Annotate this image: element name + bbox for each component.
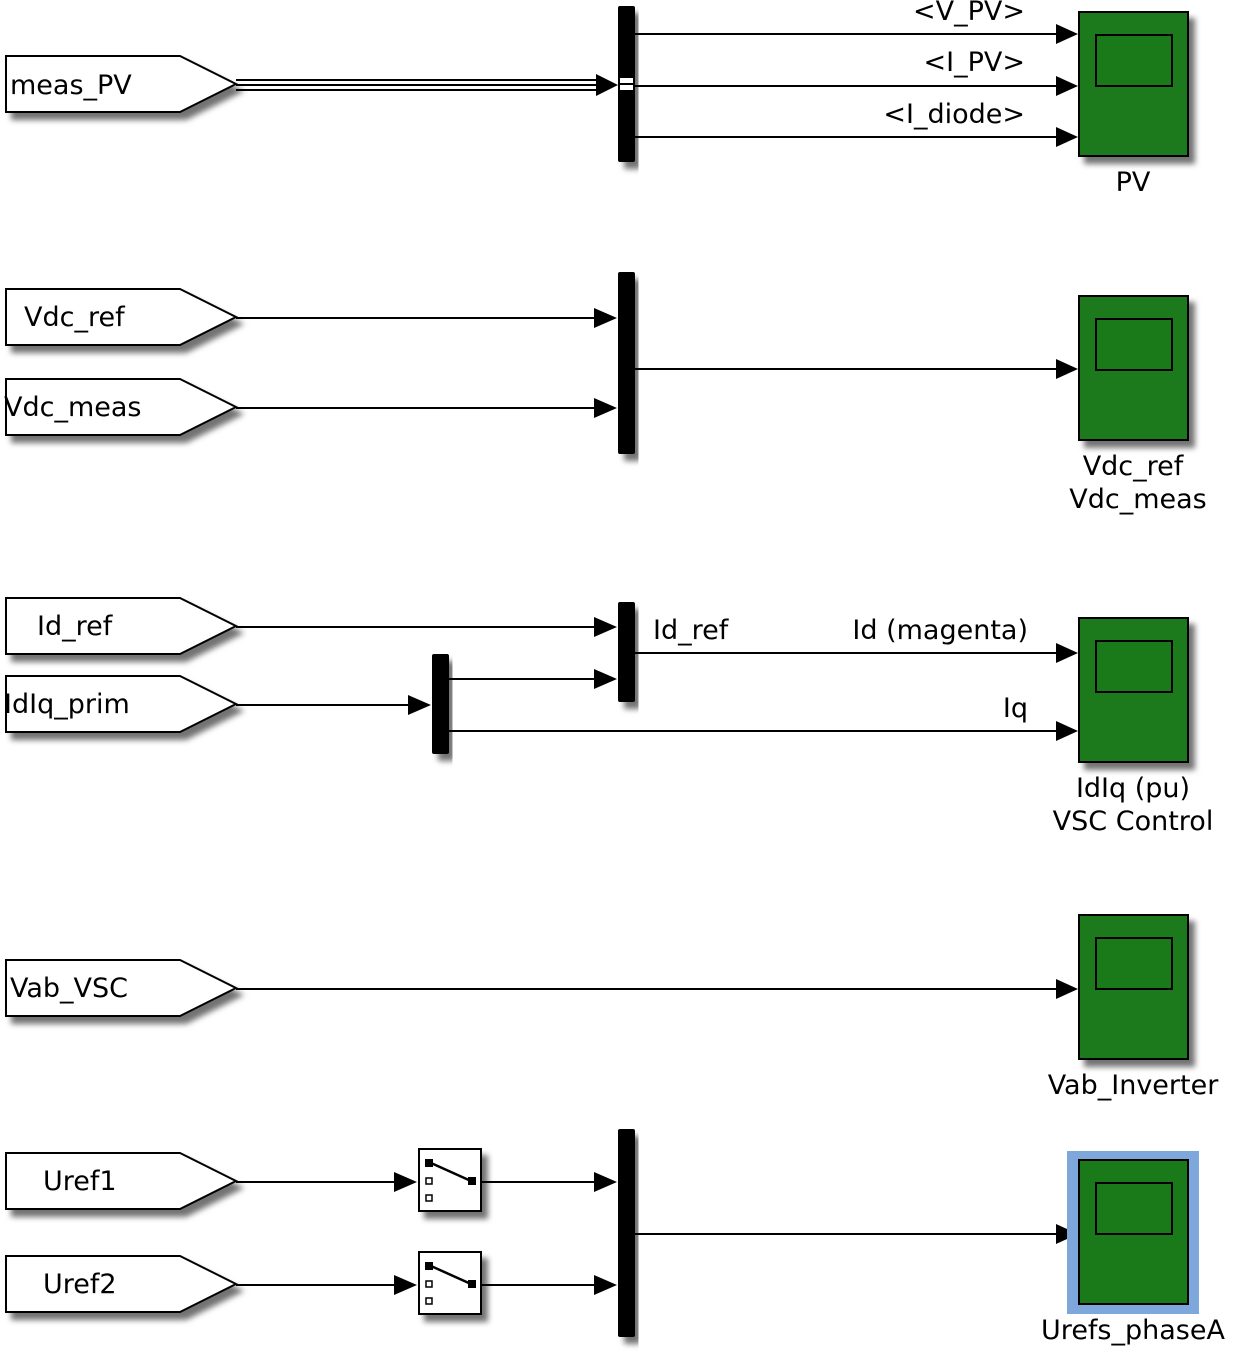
signal-line-v-pv[interactable]	[635, 24, 1078, 44]
signal-line-i-pv[interactable]	[635, 76, 1078, 96]
signal-line-vab[interactable]	[236, 979, 1078, 999]
goto-meas-pv[interactable]: meas_PV	[5, 55, 239, 113]
goto-idiq-prim[interactable]: IdIq_prim	[4, 675, 239, 733]
signal-label-id-ref: Id_ref	[653, 615, 730, 646]
signal-line-id-scope[interactable]	[635, 643, 1078, 663]
scope-label-vab: Vab_Inverter	[1048, 1070, 1220, 1101]
signal-label-id-magenta: Id (magenta)	[852, 615, 1028, 646]
bus-line-meas-pv[interactable]	[236, 74, 618, 96]
goto-uref1[interactable]: Uref1	[5, 1152, 239, 1210]
scope-vab[interactable]	[1078, 914, 1189, 1060]
scope-label-idiq-2: VSC Control	[1053, 806, 1214, 837]
scope-label-vdc-1: Vdc_ref	[1083, 451, 1185, 482]
goto-label-meas-pv: meas_PV	[10, 70, 132, 101]
signal-line-id-to-mux[interactable]	[449, 669, 617, 689]
goto-label-vdc-ref: Vdc_ref	[24, 302, 126, 333]
signal-line-switch2-out[interactable]	[481, 1275, 617, 1295]
signal-label-i-pv: <I_PV>	[924, 47, 1025, 78]
goto-label-vdc-meas: Vdc_meas	[4, 392, 141, 423]
scope-pv[interactable]	[1078, 11, 1189, 157]
mux-uref[interactable]	[618, 1129, 635, 1337]
manual-switch-1[interactable]	[418, 1148, 482, 1212]
signal-line-id-ref-in[interactable]	[236, 617, 617, 637]
signal-line-iq-scope[interactable]	[449, 721, 1078, 741]
signal-label-v-pv: <V_PV>	[913, 0, 1025, 27]
signal-line-vdc-meas[interactable]	[236, 398, 617, 418]
goto-vdc-meas[interactable]: Vdc_meas	[4, 378, 239, 436]
signal-label-i-diode: <I_diode>	[883, 99, 1025, 130]
signal-line-vdc-ref[interactable]	[236, 308, 617, 328]
bus-selector-pv[interactable]	[618, 6, 635, 162]
goto-label-id-ref: Id_ref	[37, 611, 114, 642]
signal-line-idiq-prim[interactable]	[236, 695, 431, 715]
demux-idiq[interactable]	[432, 654, 449, 754]
signal-label-iq: Iq	[1003, 693, 1028, 724]
goto-vab-vsc[interactable]: Vab_VSC	[5, 959, 239, 1017]
signal-line-vdc-scope[interactable]	[635, 359, 1078, 379]
signal-line-uref2[interactable]	[236, 1275, 417, 1295]
scope-label-pv: PV	[1116, 167, 1151, 198]
goto-id-ref[interactable]: Id_ref	[5, 597, 239, 655]
goto-label-vab-vsc: Vab_VSC	[10, 973, 128, 1004]
signal-line-uref-scope[interactable]	[635, 1224, 1078, 1244]
manual-switch-2[interactable]	[418, 1251, 482, 1315]
signal-line-i-diode[interactable]	[635, 127, 1078, 147]
mux-id[interactable]	[618, 602, 635, 702]
signal-line-switch1-out[interactable]	[481, 1172, 617, 1192]
goto-vdc-ref[interactable]: Vdc_ref	[5, 288, 239, 346]
scope-idiq[interactable]	[1078, 617, 1189, 763]
mux-vdc[interactable]	[618, 272, 635, 454]
goto-uref2[interactable]: Uref2	[5, 1255, 239, 1313]
signal-line-uref1[interactable]	[236, 1172, 417, 1192]
scope-label-idiq-1: IdIq (pu)	[1076, 773, 1190, 804]
goto-label-uref1: Uref1	[43, 1166, 117, 1197]
scope-urefs[interactable]	[1067, 1151, 1199, 1314]
scope-label-urefs: Urefs_phaseA	[1041, 1315, 1225, 1346]
goto-label-idiq-prim: IdIq_prim	[4, 689, 130, 720]
scope-label-vdc-2: Vdc_meas	[1069, 484, 1206, 515]
scope-vdc[interactable]	[1078, 295, 1189, 441]
goto-label-uref2: Uref2	[43, 1269, 117, 1300]
